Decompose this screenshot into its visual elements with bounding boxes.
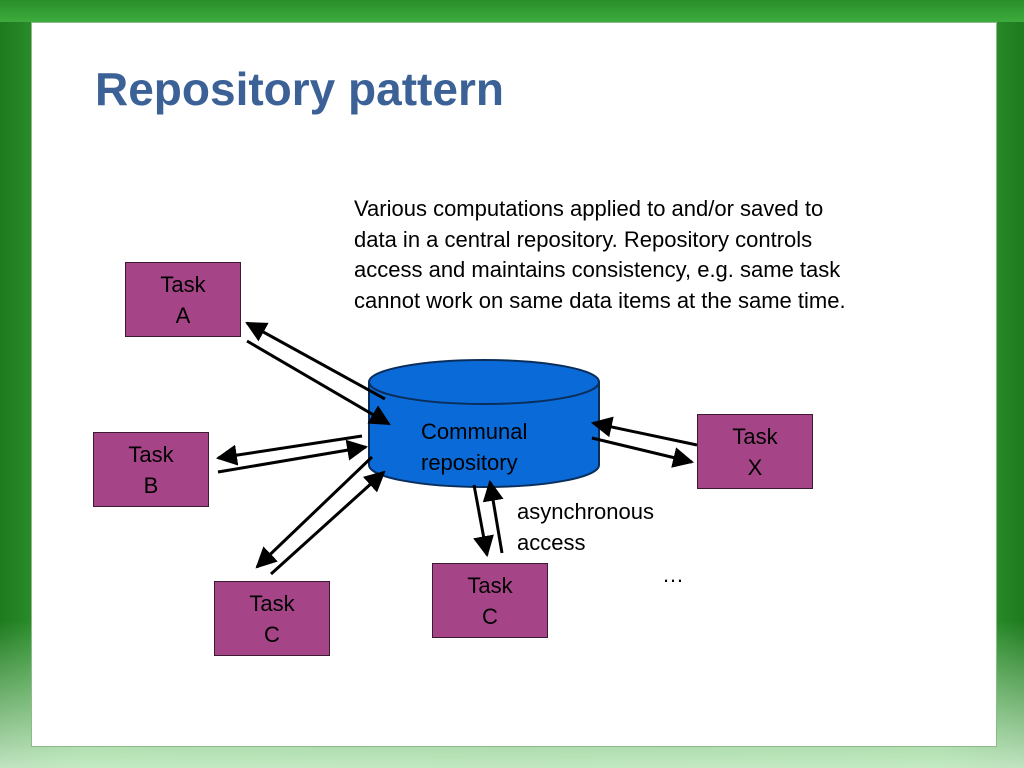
arrow-task-b-to-repo <box>217 439 369 474</box>
task-a-box: Task A <box>125 262 241 337</box>
arrow-repo-to-task-c-bottom <box>472 484 494 558</box>
arrow-task-a-to-repo <box>246 339 391 426</box>
task-c-left-box: Task C <box>214 581 330 656</box>
background-top-band <box>0 0 1024 22</box>
arrow-repo-to-task-a <box>245 321 386 401</box>
repository-label: Communal repository <box>421 419 528 475</box>
arrow-repo-to-task-c-left <box>255 455 374 569</box>
task-c-bottom-box: Task C <box>432 563 548 638</box>
ellipsis-label: … <box>662 562 684 587</box>
arrow-task-x-to-repo <box>590 416 698 447</box>
task-b-box: Task B <box>93 432 209 507</box>
arrow-task-c-left-to-repo <box>269 470 386 576</box>
async-access-label: asynchronous access <box>517 499 654 555</box>
task-x-box: Task X <box>697 414 813 489</box>
repository-cylinder-top <box>368 359 600 405</box>
arrow-repo-to-task-x <box>591 436 695 468</box>
arrow-task-c-bottom-to-repo <box>482 479 504 554</box>
arrow-repo-to-task-b <box>215 434 363 466</box>
slide-title: Repository pattern <box>95 63 504 115</box>
slide-description: Various computations applied to and/or s… <box>354 196 846 313</box>
arrows <box>215 321 698 576</box>
